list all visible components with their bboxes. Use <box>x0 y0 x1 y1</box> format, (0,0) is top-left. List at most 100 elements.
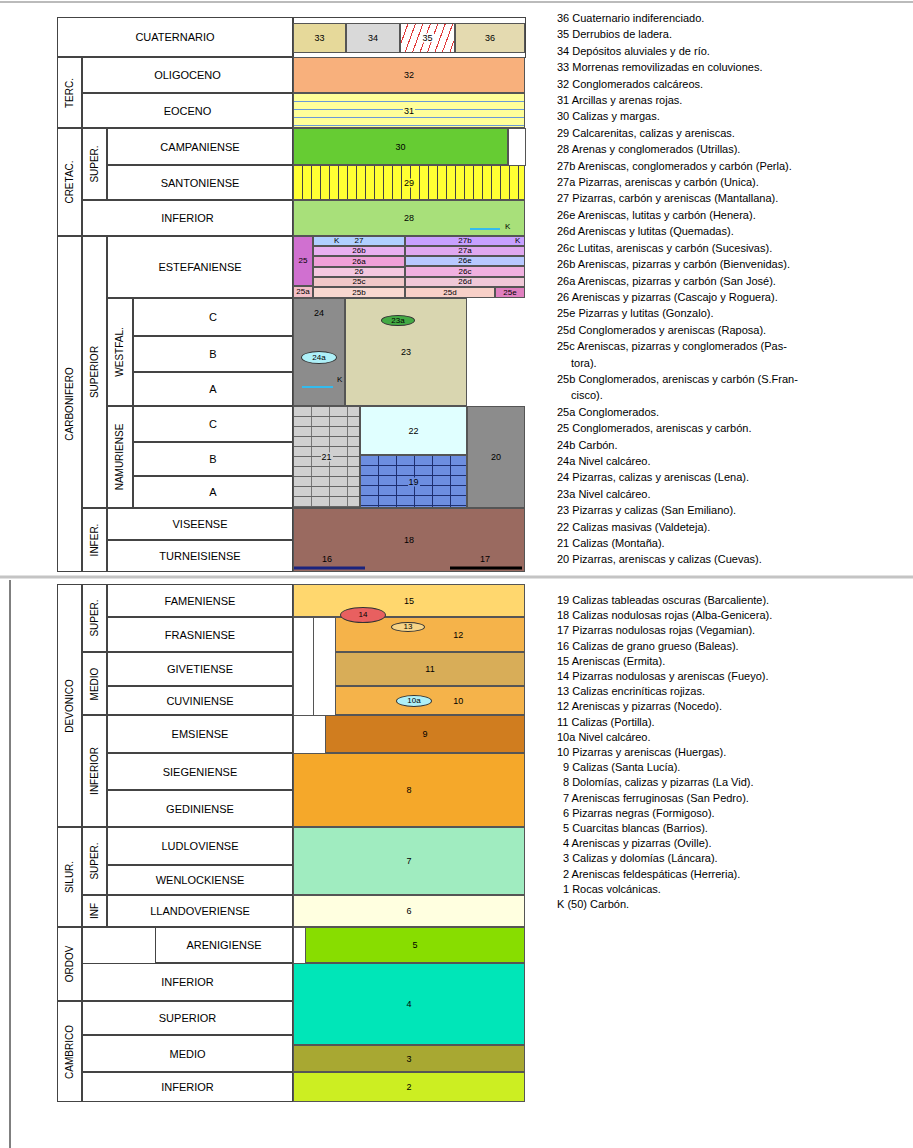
stage-label: ESTEFANIENSE <box>157 262 242 273</box>
unit-number: 22 <box>407 426 419 435</box>
period-cell: CRETAC. <box>57 128 82 236</box>
unit-number: 24 <box>313 308 325 317</box>
period-label: SUPERIOR <box>90 345 100 399</box>
unit-number: 14 <box>358 611 369 619</box>
stage-label: INFERIOR <box>160 213 215 224</box>
unit-number: 10 <box>452 696 464 705</box>
unit-number: 15 <box>403 596 415 605</box>
unit-band: 11 <box>335 652 525 686</box>
period-cell: SUPERIOR <box>82 236 107 508</box>
lens-unit: 10a <box>396 695 432 707</box>
stage-label: MEDIO <box>168 1048 206 1059</box>
period-cell: DEVONICO <box>57 584 82 827</box>
period-label: SUPER. <box>90 841 100 880</box>
legend-entry: 13 Calizas encriníticas rojizas. <box>557 684 772 699</box>
legend-entry: 27b Areniscas, conglomerados y carbón (P… <box>557 158 801 174</box>
unit-number: 26c <box>458 268 473 276</box>
unit-number: 20 <box>490 453 502 462</box>
unit-band: 28 <box>293 200 525 236</box>
period-label: WESTFAL. <box>115 326 125 377</box>
unit-number: 4 <box>405 1000 412 1009</box>
legend-entry: 22 Calizas masivas (Valdeteja). <box>557 519 801 535</box>
unit-band: 34 <box>346 23 400 53</box>
legend-entry: 26e Areniscas, lutitas y carbón (Henera)… <box>557 207 801 223</box>
stage-cell: WENLOCKIENSE <box>107 865 293 895</box>
legend-entry: 4 Areniscas y pizarras (Oville). <box>557 836 772 851</box>
legend-entry: 27 Pizarras, carbón y areniscas (Mantall… <box>557 190 801 206</box>
lens-unit: 14 <box>340 607 386 623</box>
legend-entry: 26d Areniscas y lutitas (Quemadas). <box>557 223 801 239</box>
unit-number: 26 <box>354 268 365 276</box>
stage-label: LLANDOVERIENSE <box>149 906 251 917</box>
legend-entry: 32 Conglomerados calcáreos. <box>557 76 801 92</box>
stage-cell: EMSIENSE <box>107 715 293 753</box>
unit-band: 8 <box>293 753 525 827</box>
legend-entry: 8 Dolomías, calizas y pizarras (La Vid). <box>557 775 772 790</box>
stage-cell: SUPERIOR <box>82 1001 293 1035</box>
unit-band: 27 <box>313 236 405 246</box>
stage-cell: ARENIGIENSE <box>155 927 293 963</box>
stage-cell: SIEGENIENSE <box>107 753 293 790</box>
unit-band: 7 <box>293 827 525 895</box>
stage-cell: TURNEISIENSE <box>107 540 293 572</box>
splice-rule <box>0 576 913 579</box>
unit-number: 25 <box>298 257 309 265</box>
legend-entry: 18 Calizas nodulosas rojas (Alba-Genicer… <box>557 608 772 623</box>
page-rule <box>0 1 913 3</box>
gap-strip <box>294 618 314 716</box>
stage-cell: B <box>133 336 293 372</box>
unit-band: 25d <box>405 287 495 298</box>
stage-cell: LLANDOVERIENSE <box>107 895 293 927</box>
legend-entry: 25d Conglomerados y areniscas (Raposa). <box>557 322 801 338</box>
unit-band: 21 <box>293 406 360 508</box>
lens-unit: 23a <box>381 315 415 326</box>
legend-entry: 20 Pizarras, areniscas y calizas (Cuevas… <box>557 551 801 567</box>
stage-label: WENLOCKIENSE <box>155 875 246 886</box>
unit-line <box>294 567 365 570</box>
unit-band: 4 <box>293 963 525 1045</box>
coal-line <box>470 228 500 230</box>
unit-band: 5 <box>305 927 525 963</box>
stage-label: C <box>208 419 218 430</box>
legend-entry: 34 Depósitos aluviales y de río. <box>557 43 801 59</box>
legend-entry: 21 Calizas (Montaña). <box>557 535 801 551</box>
stage-label: OLIGOCENO <box>153 70 222 81</box>
marker-label: K <box>334 237 339 245</box>
period-cell: SUPER. <box>82 827 107 895</box>
legend-list: 36 Cuaternario indiferenciado.35 Derrubi… <box>557 10 801 568</box>
unit-band: 27b <box>405 236 525 246</box>
legend-entry: 16 Calizas de grano grueso (Baleas). <box>557 639 772 654</box>
unit-number: 27a <box>457 247 472 255</box>
marker-label: 16 <box>322 555 332 564</box>
page-edge <box>10 580 11 1148</box>
unit-band: 26e <box>405 256 525 266</box>
unit-number: 33 <box>313 34 325 43</box>
period-label: CAMBRICO <box>65 1024 75 1080</box>
period-cell: INF <box>82 895 107 927</box>
unit-number: 23a <box>390 317 405 325</box>
period-cell: SUPER. <box>82 584 107 652</box>
stage-label: FRASNIENSE <box>164 629 236 640</box>
unit-number: 19 <box>407 477 419 486</box>
legend-entry: 31 Arcillas y arenas rojas. <box>557 92 801 108</box>
unit-number: 25c <box>352 278 367 286</box>
legend-entry: 15 Areniscas (Ermita). <box>557 654 772 669</box>
legend-entry: 26c Lutitas, areniscas y carbón (Sucesiv… <box>557 240 801 256</box>
unit-band: 35 <box>400 23 455 53</box>
unit-number: 7 <box>405 857 412 866</box>
stage-cell: C <box>133 406 293 442</box>
period-label: SUPER. <box>90 144 100 183</box>
stage-cell: GEDINIENSE <box>107 790 293 827</box>
stage-cell: GIVETIENSE <box>107 652 293 686</box>
period-cell: INFER. <box>82 508 107 572</box>
unit-line <box>450 567 522 570</box>
gap-strip <box>314 618 336 716</box>
period-label: INFER. <box>90 523 100 558</box>
legend-entry: 27a Pizarras, areniscas y carbón (Unica)… <box>557 174 801 190</box>
unit-number: 36 <box>484 34 496 43</box>
unit-number: 27 <box>354 237 365 245</box>
coal-line <box>302 386 333 388</box>
unit-number: 24a <box>311 354 326 362</box>
stage-label: ARENIGIENSE <box>185 940 262 951</box>
unit-band: 36 <box>455 23 525 53</box>
